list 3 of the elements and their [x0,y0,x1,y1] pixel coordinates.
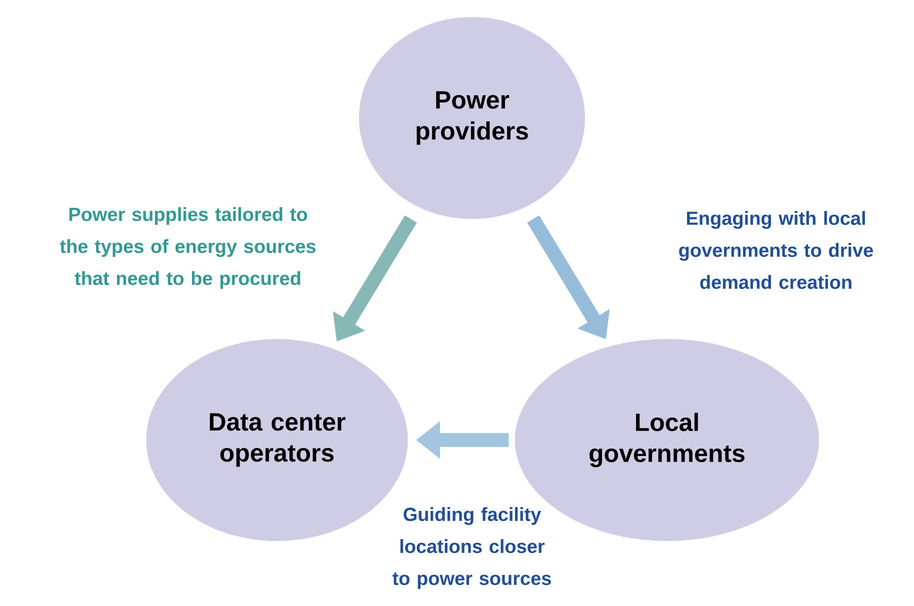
circle-node: Power providers [359,17,585,219]
edge-label: Power supplies tailored to the types of energy sources that need to be procured [60,207,316,289]
edge-label: Engaging with local governments to drive demand creation [679,211,873,289]
